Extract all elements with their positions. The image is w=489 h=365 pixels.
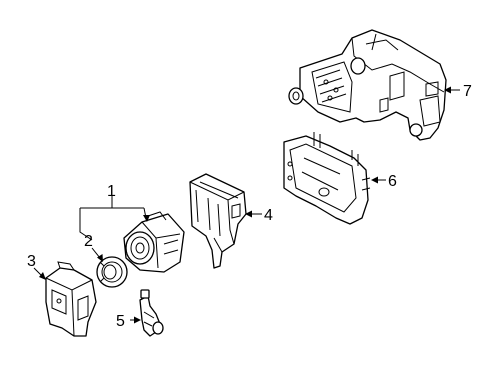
callout-5: 5 (116, 313, 141, 330)
part-2-ring (96, 256, 128, 288)
callout-6: 6 (371, 173, 397, 190)
callout-3: 3 (27, 253, 46, 280)
svg-text:7: 7 (463, 83, 472, 100)
part-4-bracket (189, 173, 247, 269)
part-1-camera (123, 211, 185, 273)
callout-4: 4 (245, 207, 273, 224)
part-5-connector (139, 289, 164, 337)
svg-text:5: 5 (116, 313, 125, 330)
callout-2: 2 (84, 233, 103, 262)
svg-text:1: 1 (107, 183, 116, 200)
part-7-housing (288, 29, 447, 141)
svg-text:4: 4 (264, 207, 273, 224)
svg-text:3: 3 (27, 253, 36, 270)
part-3-bracket (45, 261, 97, 337)
svg-text:6: 6 (388, 173, 397, 190)
part-6-module (283, 132, 371, 225)
callout-7: 7 (444, 83, 472, 100)
callout-1: 1 (79, 183, 150, 241)
svg-text:2: 2 (84, 233, 93, 250)
